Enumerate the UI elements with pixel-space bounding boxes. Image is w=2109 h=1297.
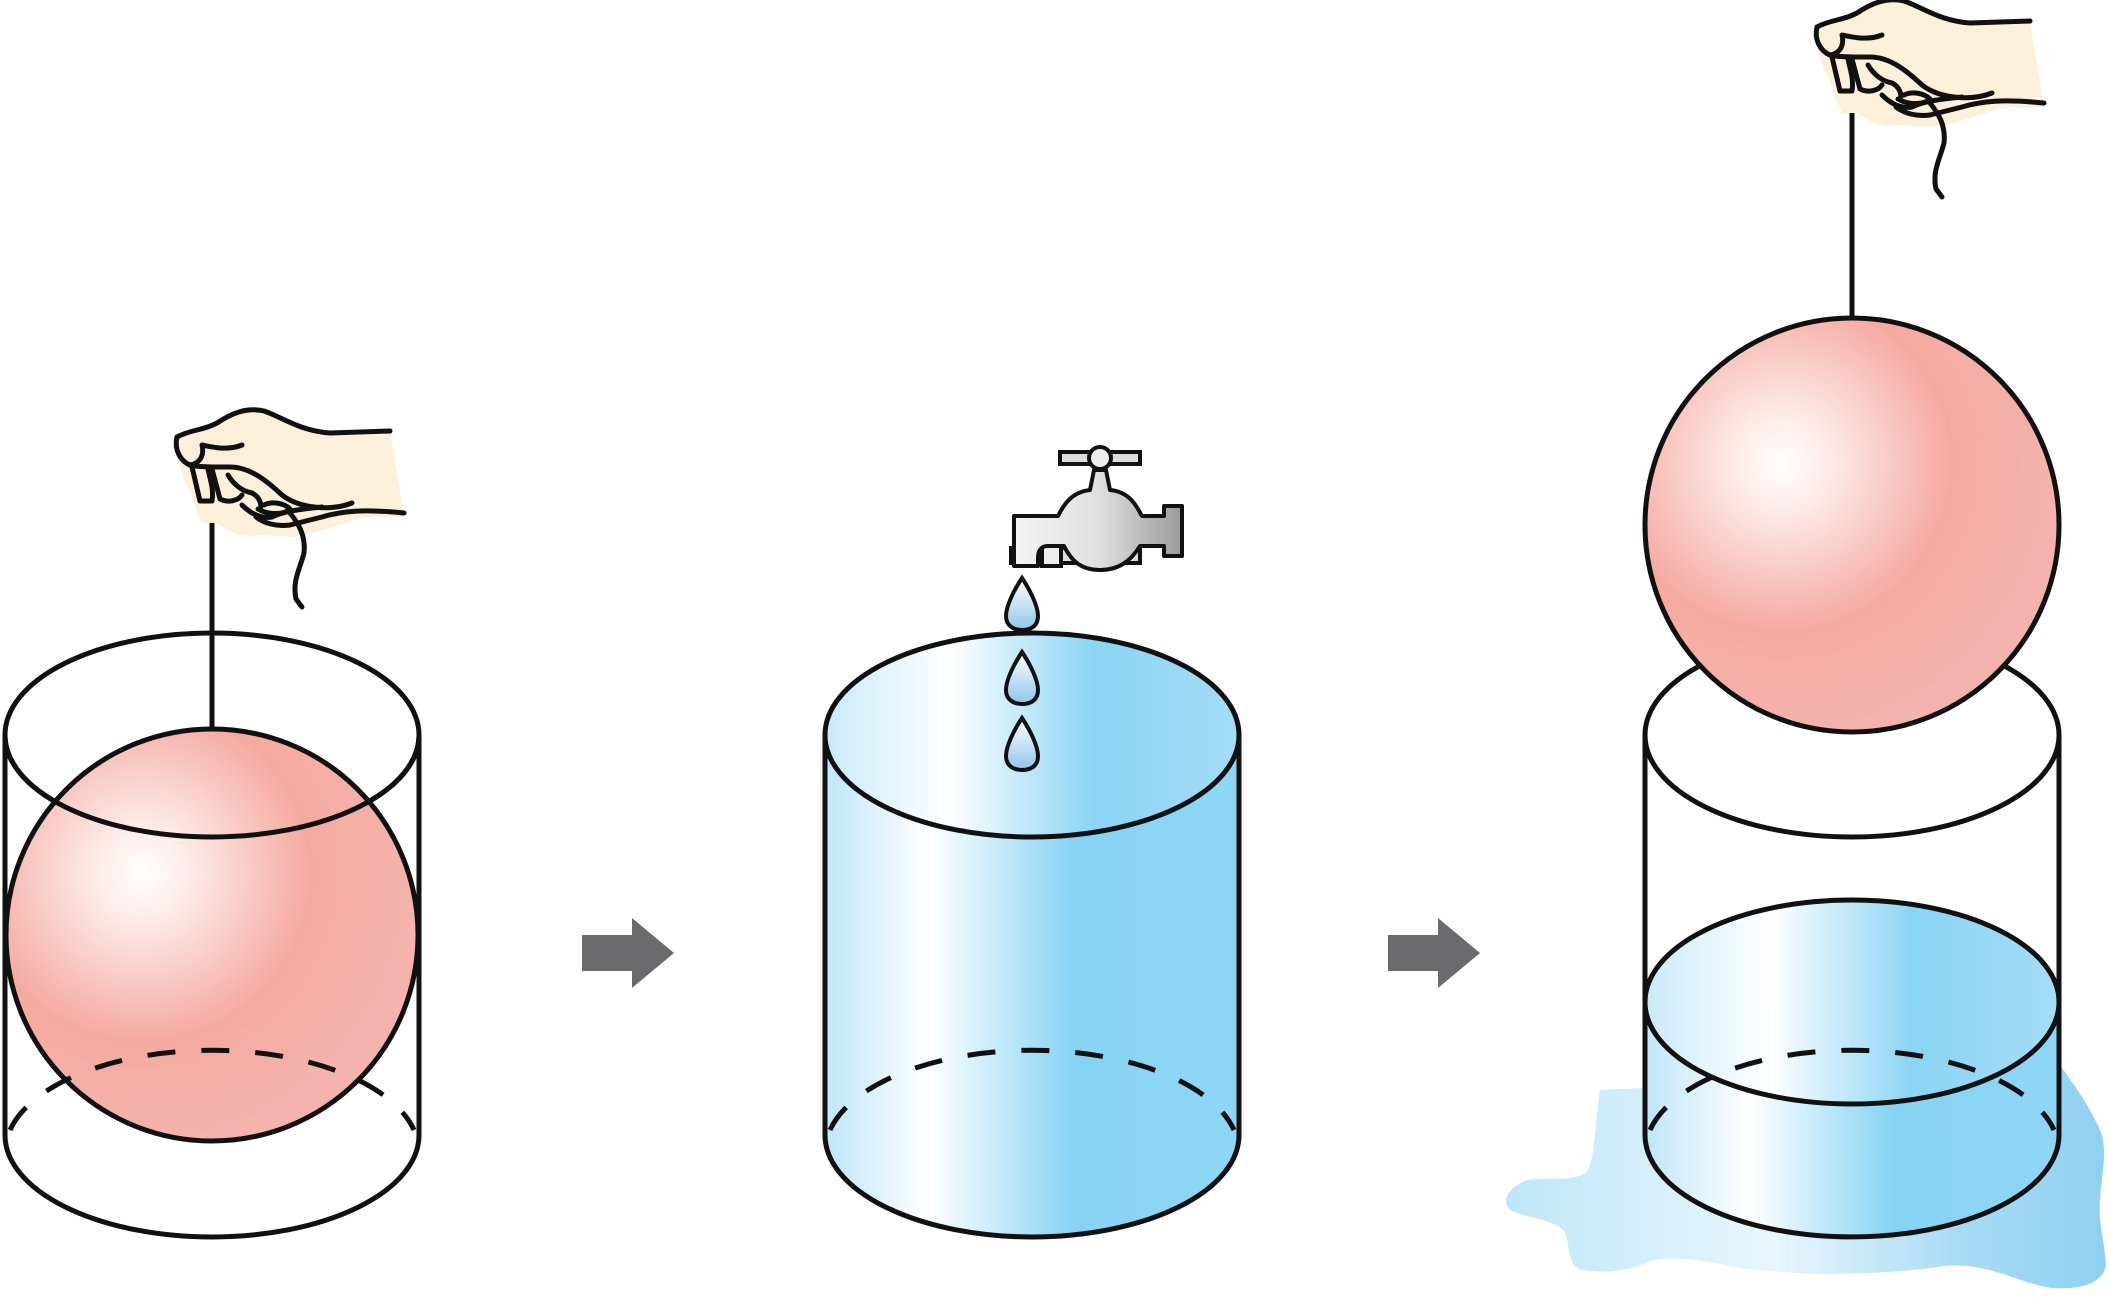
cylinder-bottom-rim <box>1642 1132 2062 1240</box>
water-drop-icon <box>1003 714 1041 773</box>
cylinder-bottom-hidden-edge <box>827 1047 1237 1132</box>
arrow-right-1 <box>582 918 674 988</box>
water-surface <box>1645 900 2059 1104</box>
water-drop-icon <box>1003 648 1041 707</box>
panel-sphere-in-cylinder <box>2 407 422 1240</box>
hand-icon <box>1813 0 2047 200</box>
water-drop-icon <box>1003 574 1041 633</box>
cylinder-bottom-rim <box>2 1132 422 1240</box>
string-end <box>287 510 307 610</box>
panel-sphere-removed <box>1506 0 2106 1289</box>
cylinder-bottom-hidden-edge <box>7 1047 417 1132</box>
water-body <box>825 735 1239 1237</box>
sphere <box>1642 315 2062 735</box>
panel-water-filled <box>822 445 1242 1240</box>
arrow-right-2 <box>1388 918 1480 988</box>
faucet-icon <box>1009 445 1184 572</box>
cylinder-bottom-rim <box>822 1132 1242 1240</box>
hand-icon <box>173 407 407 610</box>
string-end <box>1927 100 1947 200</box>
cylinder-top-rim-front <box>2 732 422 840</box>
cylinder-bottom-hidden-edge <box>1647 1047 2057 1132</box>
